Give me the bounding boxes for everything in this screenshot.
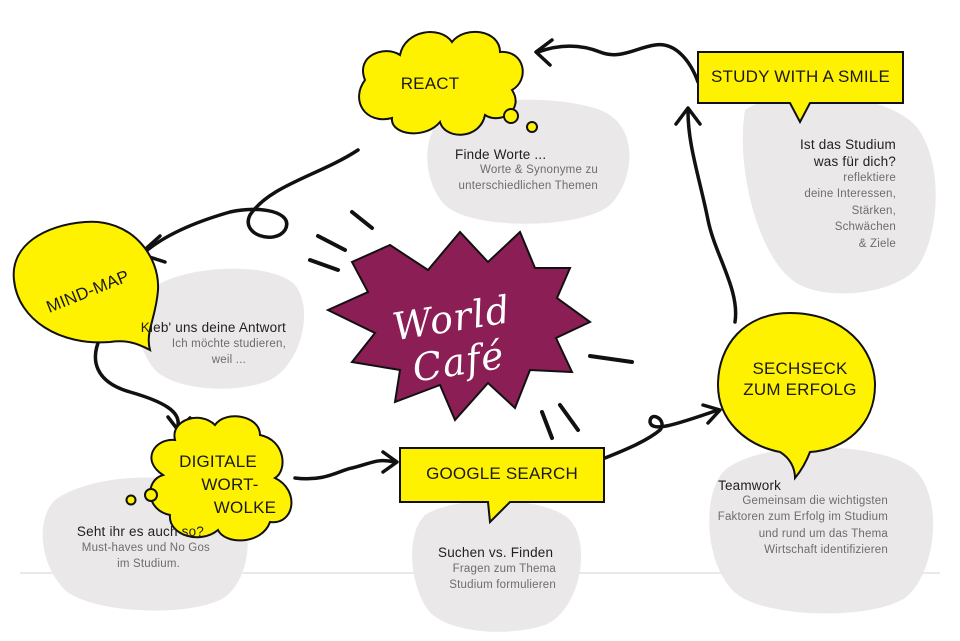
sechseck-heading: Teamwork [718, 478, 782, 493]
wortwolke-heading: Seht ihr es auch so? [76, 524, 204, 539]
mindmap-speech-bubble [12, 220, 160, 352]
line-google-to-sechseck [603, 408, 720, 460]
mindmap-heading: Kleb' uns deine Antwort [140, 320, 286, 335]
mindmap-desc-line1: Ich möchte studieren, [171, 338, 286, 350]
sechseck-speech-bubble [716, 311, 877, 481]
google-speech-bubble [399, 447, 605, 525]
flow-lines [93, 43, 738, 481]
arrowhead-sechseck [701, 403, 722, 425]
arrowhead-react [534, 38, 554, 67]
study-heading-line2: was für dich? [813, 154, 896, 169]
sechseck-label-line1: SECHSECK [752, 359, 848, 378]
wortwolke-label-line3: WOLKE [213, 498, 277, 517]
wortwolke-thought-dot-1 [144, 488, 158, 502]
react-desc-line1: Worte & Synonyme zu [480, 164, 598, 176]
center-burst-shape [325, 230, 592, 422]
react-info-blob [427, 99, 630, 224]
arrowhead-study [674, 106, 702, 126]
google-desc-line2: Studium formulieren [449, 579, 556, 591]
mindmap-info-blob [137, 268, 305, 389]
line-sechseck-to-study [686, 110, 738, 324]
line-wortwolke-to-google [293, 458, 397, 481]
ground-line [20, 572, 940, 574]
wortwolke-desc-line1: Must-haves und No Gos [81, 542, 210, 554]
mindmap-desc-line2: weil ... [211, 354, 246, 366]
sechseck-desc-line1: Gemeinsam die wichtigsten [742, 495, 888, 507]
react-heading: Finde Worte ... [455, 147, 547, 162]
react-label: REACT [400, 74, 460, 93]
google-info-blob [412, 500, 582, 632]
sechseck-desc-line4: Wirtschaft identifizieren [764, 544, 888, 556]
line-study-to-react [536, 43, 700, 84]
study-heading-line1: Ist das Studium [799, 137, 896, 152]
wortwolke-label-line2: WORT- [201, 475, 259, 494]
google-desc-line1: Fragen zum Thema [452, 563, 556, 575]
line-react-to-mindmap [143, 148, 360, 254]
sechseck-desc-line2: Faktoren zum Erfolg im Studium [717, 511, 888, 523]
wortwolke-desc-line2: im Studium. [117, 558, 180, 570]
sechseck-label-line2: ZUM ERFOLG [743, 380, 857, 399]
wortwolke-label-line1: DIGITALE [179, 452, 257, 471]
burst-accent-strokes [308, 210, 634, 440]
study-desc-line2: deine Interessen, [804, 188, 896, 200]
wortwolke-cloud-bubble [149, 415, 293, 542]
study-label: STUDY WITH A SMILE [711, 67, 890, 86]
google-label: GOOGLE SEARCH [426, 464, 578, 483]
sechseck-info-blob [709, 447, 934, 614]
react-cloud-bubble [358, 30, 524, 136]
study-desc-line3: Stärken, [851, 205, 896, 217]
sechseck-desc-line3: und rund um das Thema [758, 528, 888, 540]
react-desc-line2: unterschiedlichen Themen [458, 180, 598, 192]
react-thought-dot-2 [526, 121, 538, 133]
line-mindmap-to-wortwolke [93, 336, 180, 427]
study-info-blob [742, 94, 936, 294]
study-speech-bubble [697, 51, 904, 125]
wortwolke-thought-dot-2 [125, 494, 137, 506]
study-desc-line4: Schwächen [834, 221, 896, 233]
react-thought-dot-1 [503, 108, 519, 124]
google-heading: Suchen vs. Finden [438, 545, 554, 560]
study-desc-line5: & Ziele [858, 238, 896, 250]
study-desc-line1: reflektiere [843, 172, 896, 184]
arrowhead-google [381, 450, 399, 474]
